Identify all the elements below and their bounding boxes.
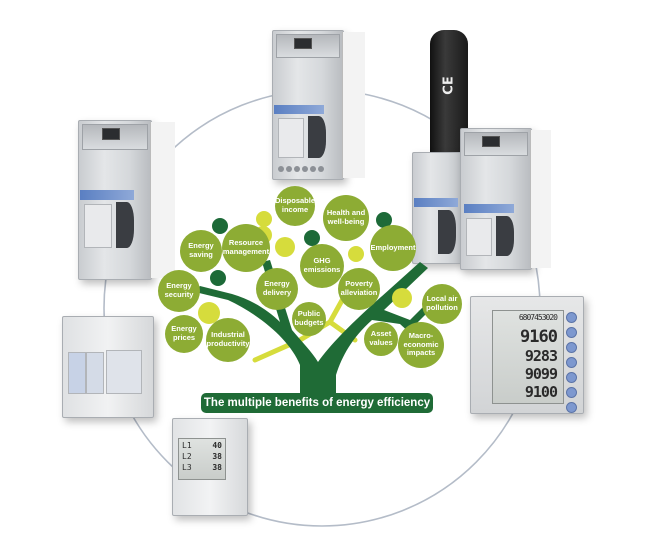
din-value-l2: 38 (212, 452, 222, 461)
panel-meter-row-4: 9100 (524, 383, 558, 401)
accent-dot-dark (212, 218, 228, 234)
device-gateway-right (412, 128, 552, 278)
meter-key (566, 342, 577, 353)
din-value-l3: 38 (212, 463, 222, 472)
meter-key (566, 402, 577, 413)
benefit-ghg-emissions: GHG emissions (300, 244, 344, 288)
panel-meter-row-2: 9283 (524, 347, 558, 365)
din-meter-display: L1 40 L2 38 L3 38 (178, 438, 226, 480)
accent-dot-dark (376, 212, 392, 228)
benefit-poverty-alleviation: Poverty alleviation (338, 268, 380, 310)
benefit-industrial-productivity: Industrial productivity (206, 318, 250, 362)
accent-dot-dark (210, 270, 226, 286)
benefit-energy-prices: Energy prices (165, 315, 203, 353)
benefit-local-air-pollution: Local air pollution (422, 284, 462, 324)
meter-key (566, 312, 577, 323)
benefit-asset-values: Asset values (364, 322, 398, 356)
din-phase-l2: L2 (182, 452, 192, 461)
accent-dot-yellow (348, 246, 364, 262)
accent-dot-yellow (198, 302, 220, 324)
device-panel-meter: 6807453020 9160 9283 9099 9100 (470, 296, 584, 414)
tree-trunk (195, 260, 436, 395)
benefit-disposable-income: Disposable income (275, 186, 315, 226)
accent-dot-yellow (256, 211, 272, 227)
din-phase-l1: L1 (182, 441, 192, 450)
benefit-employment: Employment (370, 225, 416, 271)
device-gateway-left (78, 120, 178, 280)
benefit-energy-delivery: Energy delivery (256, 268, 298, 310)
meter-key (566, 327, 577, 338)
panel-meter-keys (566, 312, 577, 413)
benefit-health-and-well-being: Health and well-being (323, 195, 369, 241)
accent-dot-dark (304, 230, 320, 246)
panel-meter-row-3: 9099 (524, 365, 558, 383)
device-din-meter: L1 40 L2 38 L3 38 (172, 418, 252, 518)
benefit-macro-economic-impacts: Macro-economic impacts (398, 322, 444, 368)
meter-key (566, 372, 577, 383)
accent-dot-yellow (275, 237, 295, 257)
panel-meter-row-1: 9160 (520, 327, 558, 347)
device-gateway-top (272, 30, 368, 180)
accent-dot-yellow (392, 288, 412, 308)
benefit-public-budgets: Public budgets (292, 302, 326, 336)
benefit-resource-management: Resource management (222, 224, 270, 272)
device-modular-meter (62, 316, 156, 418)
benefit-energy-saving: Energy saving (180, 230, 222, 272)
benefit-energy-security: Energy security (158, 270, 200, 312)
meter-key (566, 387, 577, 398)
din-phase-l3: L3 (182, 463, 192, 472)
panel-meter-display: 6807453020 9160 9283 9099 9100 (492, 310, 564, 404)
meter-key (566, 357, 577, 368)
panel-meter-top-reading: 6807453020 (518, 313, 558, 322)
din-value-l1: 40 (212, 441, 222, 450)
diagram-title-banner: The multiple benefits of energy efficien… (201, 393, 433, 413)
